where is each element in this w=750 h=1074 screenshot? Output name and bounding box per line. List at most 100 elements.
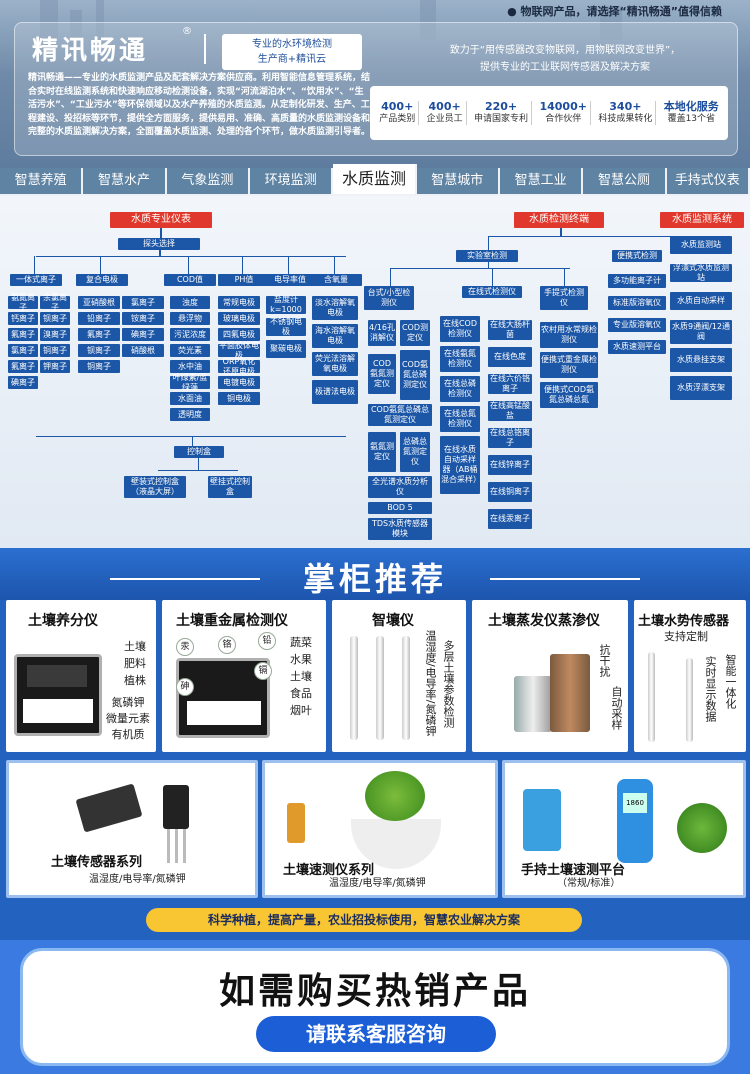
desktop-item[interactable]: BOD 5: [368, 502, 432, 514]
category-node[interactable]: COD值: [164, 274, 216, 286]
desktop-item[interactable]: COD氨氮总磷测定仪: [400, 350, 430, 400]
probe-select-node[interactable]: 探头选择: [118, 238, 200, 250]
system-item[interactable]: 水质浮漂支架: [670, 376, 732, 400]
electrode-node[interactable]: 氟离子: [78, 328, 120, 341]
handheld-node[interactable]: 手提式检测仪: [540, 286, 588, 310]
online-item[interactable]: 在线氨氮检测仪: [440, 346, 480, 372]
ph-node[interactable]: 电镀电极: [218, 376, 260, 389]
ph-node[interactable]: 四氟电极: [218, 328, 260, 341]
portable-lab-node[interactable]: 便携式检测: [612, 250, 662, 262]
ph-node[interactable]: 铜电极: [218, 392, 260, 405]
ion-node[interactable]: 碘离子: [8, 376, 38, 389]
tab-1[interactable]: 智慧水产: [83, 168, 167, 194]
cod-node[interactable]: 污泥浓度: [170, 328, 210, 341]
online-item[interactable]: 在线色度: [488, 347, 532, 367]
desktop-item[interactable]: 总磷总氮测定仪: [400, 432, 430, 472]
portable-item[interactable]: 标准版溶氧仪: [608, 296, 666, 310]
cod-node[interactable]: 浊度: [170, 296, 210, 309]
hang-box-node[interactable]: 壁挂式控制盒: [208, 476, 252, 498]
online-item[interactable]: 在线COD检测仪: [440, 316, 480, 342]
desktop-item[interactable]: 全光谱水质分析仪: [368, 476, 432, 498]
desktop-node[interactable]: 台式/小型检测仪: [364, 286, 414, 310]
category-node[interactable]: 复合电极: [76, 274, 128, 286]
electrode-node[interactable]: 碘离子: [122, 328, 164, 341]
oxygen-node[interactable]: 淡水溶解氧电极: [312, 296, 358, 320]
portable-item[interactable]: 多功能离子计: [608, 274, 666, 288]
ph-node[interactable]: 玻璃电极: [218, 312, 260, 325]
tab-4[interactable]: 水质监测: [333, 164, 417, 194]
handheld-item[interactable]: 便携式COD氨氮总磷总氮: [540, 382, 598, 408]
tab-0[interactable]: 智慧养殖: [0, 168, 84, 194]
tab-2[interactable]: 气象监测: [166, 168, 250, 194]
category-node[interactable]: 电导率值: [264, 274, 316, 286]
oxygen-node[interactable]: 极谱法电极: [312, 380, 358, 404]
system-item[interactable]: 水质9通阀/12通阀: [670, 320, 732, 344]
online-item[interactable]: 在线总铬离子: [488, 428, 532, 448]
system-item[interactable]: 水质自动采样: [670, 292, 732, 310]
handheld-item[interactable]: 农村用水常规检测仪: [540, 322, 598, 348]
conductivity-node[interactable]: 盐度计k=1000: [266, 295, 306, 314]
electrode-node[interactable]: 硝酸根: [122, 344, 164, 357]
online-item[interactable]: 在线水质自动采样器（AB桶混合采样）: [440, 436, 481, 494]
product-card-heavy-metal[interactable]: 土壤重金属检测仪 汞 铬 铅 砷 镉 蔬菜 水果 土壤 食品 烟叶: [162, 600, 326, 752]
ion-node[interactable]: 氟离子: [8, 360, 38, 373]
online-item[interactable]: 在线铜离子: [488, 482, 532, 502]
conductivity-node[interactable]: 不锈钢电极: [266, 317, 306, 336]
conductivity-node[interactable]: 聚碳电极: [266, 340, 306, 358]
portable-item[interactable]: 专业版溶氧仪: [608, 318, 666, 332]
control-box-node[interactable]: 控制盒: [174, 446, 224, 458]
online-node[interactable]: 在线式检测仪: [462, 286, 522, 298]
online-item[interactable]: 在线大肠杆菌: [488, 320, 532, 340]
category-node[interactable]: 一体式离子: [10, 274, 62, 286]
product-card-lysimeter[interactable]: 土壤蒸发仪蒸渗仪 抗干扰 自动采样: [472, 600, 628, 752]
root-node-systems[interactable]: 水质监测系统: [660, 212, 744, 228]
ion-node[interactable]: 钾离子: [40, 360, 70, 373]
product-card-soil-sensor[interactable]: 土壤传感器系列 温湿度/电导率/氮磷钾: [6, 760, 258, 898]
desktop-item[interactable]: COD测定仪: [400, 320, 430, 346]
cod-node[interactable]: 水中油: [170, 360, 210, 373]
electrode-node[interactable]: 铵离子: [122, 312, 164, 325]
ph-node[interactable]: ORP氧化还原电极: [218, 357, 260, 376]
product-card-nutrient[interactable]: 土壤养分仪 土壤 肥料 植株 氮磷钾 微量元素 有机质: [6, 600, 156, 752]
online-item[interactable]: 在线总磷检测仪: [440, 376, 480, 402]
product-card-water-potential[interactable]: 土壤水势传感器 支持定制 实时显示数据 智能一体化: [634, 600, 746, 752]
tab-3[interactable]: 环境监测: [249, 168, 334, 194]
cod-node[interactable]: 叶绿素/蓝绿藻: [170, 373, 210, 392]
tab-6[interactable]: 智慧工业: [499, 168, 584, 194]
tab-5[interactable]: 智慧城市: [416, 168, 500, 194]
product-card-smart-soil[interactable]: 智壤仪 温湿度/电导率/氮磷钾 多层土壤参数检测: [332, 600, 466, 752]
desktop-item[interactable]: 4/16孔消解仪: [368, 320, 396, 346]
product-card-handheld-platform[interactable]: 1860 手持土壤速测平台 （常规/标准）: [502, 760, 746, 898]
system-item[interactable]: 水质悬挂支架: [670, 348, 732, 372]
oxygen-node[interactable]: 荧光法溶解氧电极: [312, 352, 358, 376]
oxygen-node[interactable]: 海水溶解氧电极: [312, 324, 358, 348]
cod-node[interactable]: 悬浮物: [170, 312, 210, 325]
contact-service-button[interactable]: 请联系客服咨询: [256, 1016, 496, 1052]
system-item[interactable]: 水质监测站: [670, 236, 732, 254]
ion-node[interactable]: 氯离子: [8, 344, 38, 357]
ion-node[interactable]: 钡离子: [40, 312, 70, 325]
root-node-terminals[interactable]: 水质检测终端: [514, 212, 604, 228]
electrode-node[interactable]: 钡离子: [78, 344, 120, 357]
ion-node[interactable]: 氟离子: [8, 328, 38, 341]
tab-8[interactable]: 手持式仪表: [666, 168, 750, 194]
system-item[interactable]: 浮漂式水质监测站: [670, 263, 732, 282]
product-card-soil-tester[interactable]: 土壤速测仪系列 温湿度/电导率/氮磷钾: [262, 760, 498, 898]
ph-node[interactable]: 常规电极: [218, 296, 260, 309]
ion-node[interactable]: 钙离子: [8, 312, 38, 325]
desktop-item[interactable]: COD氨氮测定仪: [368, 354, 396, 394]
ion-node[interactable]: 氨氮离子: [8, 293, 38, 312]
cod-node[interactable]: 荧光素: [170, 344, 210, 357]
online-item[interactable]: 在线六价铬离子: [488, 374, 532, 394]
electrode-node[interactable]: 铜离子: [78, 360, 120, 373]
ion-node[interactable]: 铜离子: [40, 344, 70, 357]
desktop-item[interactable]: 氨氮测定仪: [368, 432, 396, 472]
portable-item[interactable]: 水质速测平台: [608, 340, 666, 354]
ion-node[interactable]: 溴离子: [40, 328, 70, 341]
handheld-item[interactable]: 便携式重金属检测仪: [540, 352, 598, 378]
category-node[interactable]: PH值: [218, 274, 270, 286]
category-node[interactable]: 含氧量: [310, 274, 362, 286]
tab-7[interactable]: 智慧公厕: [583, 168, 667, 194]
cod-node[interactable]: 水面油: [170, 392, 210, 405]
wall-box-node[interactable]: 壁装式控制盒（液晶大屏）: [124, 476, 186, 498]
